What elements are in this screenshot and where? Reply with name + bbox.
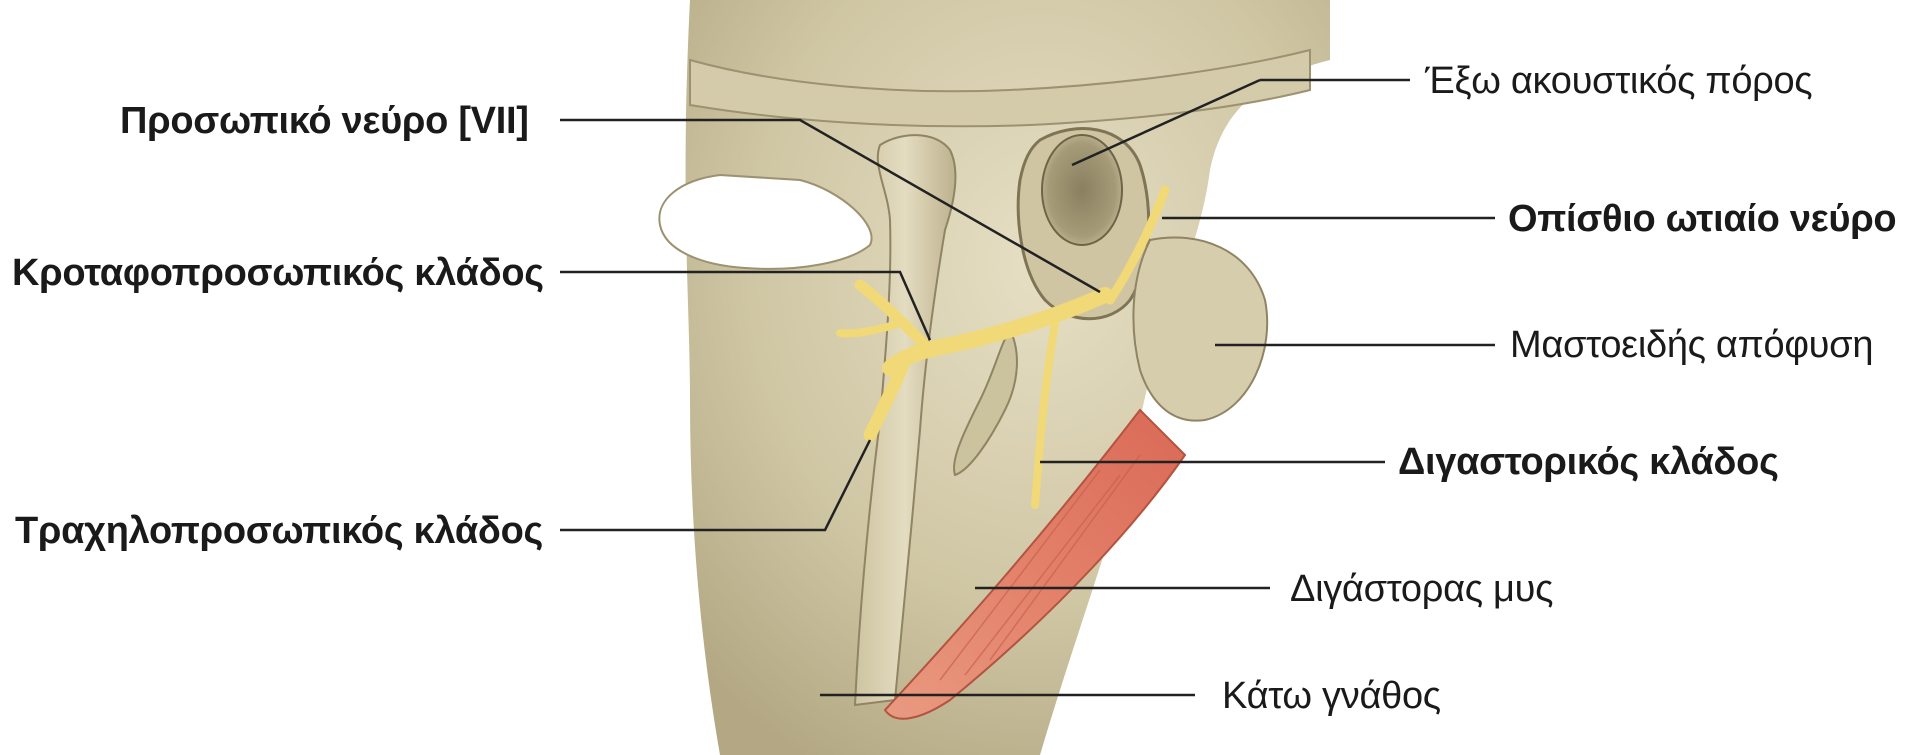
- label-cervicofacial-branch: Τραχηλοπροσωπικός κλάδος: [15, 512, 543, 550]
- meatus-opening: [1042, 135, 1122, 245]
- label-temporofacial-branch: Κροταφοπροσωπικός κλάδος: [12, 254, 544, 292]
- label-posterior-auricular-nerve: Οπίσθιο ωτιαίο νεύρο: [1508, 200, 1896, 238]
- label-facial-nerve: Προσωπικό νεύρο [VII]: [120, 102, 529, 140]
- label-mandible: Κάτω γνάθος: [1222, 677, 1441, 715]
- label-mastoid-process: Μαστοειδής απόφυση: [1510, 326, 1873, 364]
- mastoid-process: [1133, 238, 1267, 421]
- label-digastric-muscle: Διγάστορας μυς: [1290, 570, 1553, 608]
- label-digastric-branch: Διγαστορικός κλάδος: [1398, 443, 1779, 481]
- label-external-acoustic-meatus: Έξω ακουστικός πόρος: [1425, 62, 1812, 100]
